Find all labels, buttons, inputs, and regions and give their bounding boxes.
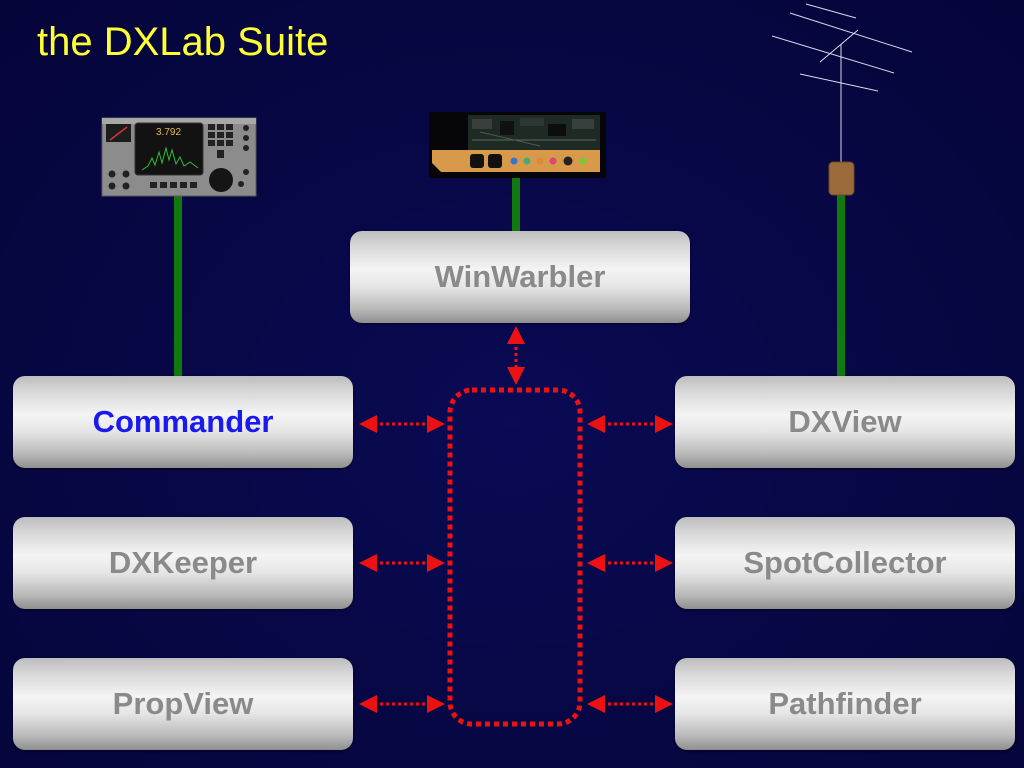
spotcollector-label: SpotCollector (743, 545, 947, 580)
dxkeeper-label: DXKeeper (108, 545, 258, 580)
dxview-label: DXView (788, 404, 902, 439)
commander-box[interactable]: Commander (13, 376, 353, 468)
message-bus (447, 387, 583, 727)
slide-title: the DXLab Suite (37, 20, 329, 64)
dxkeeper-box[interactable]: DXKeeper (13, 517, 353, 609)
dxview-box[interactable]: DXView (675, 376, 1015, 468)
pathfinder-label: Pathfinder (768, 686, 922, 721)
propview-box[interactable]: PropView (13, 658, 353, 750)
winwarbler-label: WinWarbler (434, 259, 606, 294)
winwarbler-box[interactable]: WinWarbler (350, 231, 690, 323)
sound-card-icon (429, 112, 606, 178)
pathfinder-box[interactable]: Pathfinder (675, 658, 1015, 750)
radio-frequency: 3.792 (156, 127, 181, 138)
commander-label: Commander (92, 404, 274, 439)
transceiver-icon: 3.792 (101, 117, 257, 197)
spotcollector-box[interactable]: SpotCollector (675, 517, 1015, 609)
antenna-icon (771, 3, 913, 196)
propview-label: PropView (112, 686, 254, 721)
